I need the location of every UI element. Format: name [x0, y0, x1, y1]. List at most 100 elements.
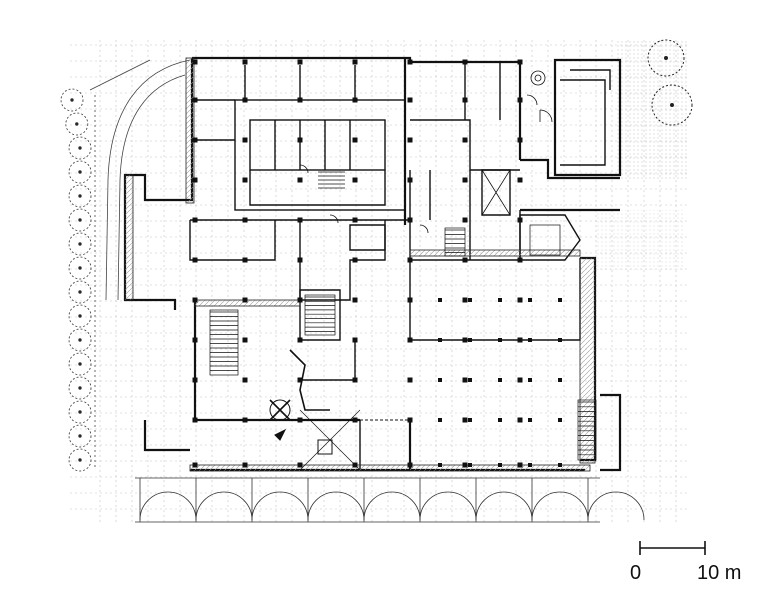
- column: [192, 377, 198, 383]
- column: [352, 297, 358, 303]
- trees-top-right: [647, 39, 693, 126]
- column: [462, 97, 468, 103]
- tree-canopy: [68, 448, 92, 472]
- column: [242, 177, 248, 183]
- tree-trunk: [78, 194, 82, 198]
- tree-trunk: [78, 362, 82, 366]
- courtyard-hatch: [595, 210, 685, 270]
- colonnade-arcs: [135, 477, 645, 523]
- column: [242, 297, 248, 303]
- column: [558, 378, 562, 382]
- tree-canopy: [65, 112, 89, 136]
- column: [297, 97, 303, 103]
- column: [242, 217, 248, 223]
- tree-canopy: [68, 232, 92, 256]
- column: [498, 463, 502, 467]
- column: [242, 337, 248, 343]
- column: [462, 217, 468, 223]
- column: [462, 177, 468, 183]
- column: [352, 337, 358, 343]
- column: [438, 338, 442, 342]
- tree-trunk: [78, 314, 82, 318]
- column: [242, 97, 248, 103]
- column: [462, 297, 468, 303]
- column: [517, 462, 523, 468]
- column: [517, 59, 523, 65]
- tree-canopy: [68, 304, 92, 328]
- column: [438, 418, 442, 422]
- column: [407, 177, 413, 183]
- tree-canopy: [68, 376, 92, 400]
- column: [242, 59, 248, 65]
- column: [352, 177, 358, 183]
- arc: [251, 491, 309, 521]
- column: [517, 337, 523, 343]
- column: [468, 418, 472, 422]
- column: [352, 417, 358, 423]
- column: [528, 298, 532, 302]
- column: [462, 337, 468, 343]
- column: [242, 257, 248, 263]
- arc: [195, 491, 253, 521]
- stair-main: [210, 171, 596, 456]
- column: [462, 462, 468, 468]
- column: [297, 462, 303, 468]
- tree-row-left: [60, 88, 92, 472]
- arc: [531, 491, 589, 521]
- arc: [475, 491, 533, 521]
- column: [528, 378, 532, 382]
- column: [297, 417, 303, 423]
- tree-trunk: [78, 386, 82, 390]
- column: [498, 418, 502, 422]
- tree-canopy: [68, 136, 92, 160]
- column: [407, 59, 413, 65]
- column: [517, 257, 523, 263]
- arc: [587, 491, 645, 521]
- tree-canopy: [60, 88, 84, 112]
- arc: [139, 491, 197, 521]
- tree-canopy: [68, 184, 92, 208]
- column: [468, 298, 472, 302]
- column: [407, 257, 413, 263]
- column: [297, 377, 303, 383]
- scale-start-label: 0: [630, 562, 642, 584]
- column: [528, 338, 532, 342]
- column: [192, 59, 198, 65]
- tree-canopy: [68, 208, 92, 232]
- tree-trunk: [70, 98, 74, 102]
- column: [558, 338, 562, 342]
- tree-trunk: [78, 410, 82, 414]
- column: [438, 378, 442, 382]
- column: [528, 463, 532, 467]
- column: [297, 217, 303, 223]
- column: [192, 137, 198, 143]
- column: [558, 418, 562, 422]
- column: [297, 257, 303, 263]
- column: [407, 97, 413, 103]
- tree-canopy: [68, 328, 92, 352]
- tree-trunk: [78, 242, 82, 246]
- column: [242, 137, 248, 143]
- column: [352, 217, 358, 223]
- column: [297, 177, 303, 183]
- column: [438, 298, 442, 302]
- curved-path: [89, 59, 191, 470]
- column: [407, 297, 413, 303]
- interior-walls: [189, 62, 611, 470]
- column: [498, 338, 502, 342]
- column: [468, 338, 472, 342]
- column: [528, 418, 532, 422]
- column: [462, 137, 468, 143]
- column: [192, 417, 198, 423]
- scale-end-label: 10 m: [697, 562, 742, 584]
- column: [407, 137, 413, 143]
- entrance-canopy: [269, 349, 411, 471]
- column: [462, 377, 468, 383]
- column: [192, 97, 198, 103]
- column: [297, 337, 303, 343]
- column: [517, 137, 523, 143]
- column: [352, 59, 358, 65]
- column: [517, 217, 523, 223]
- tree-trunk: [78, 458, 82, 462]
- tree-trunk: [78, 338, 82, 342]
